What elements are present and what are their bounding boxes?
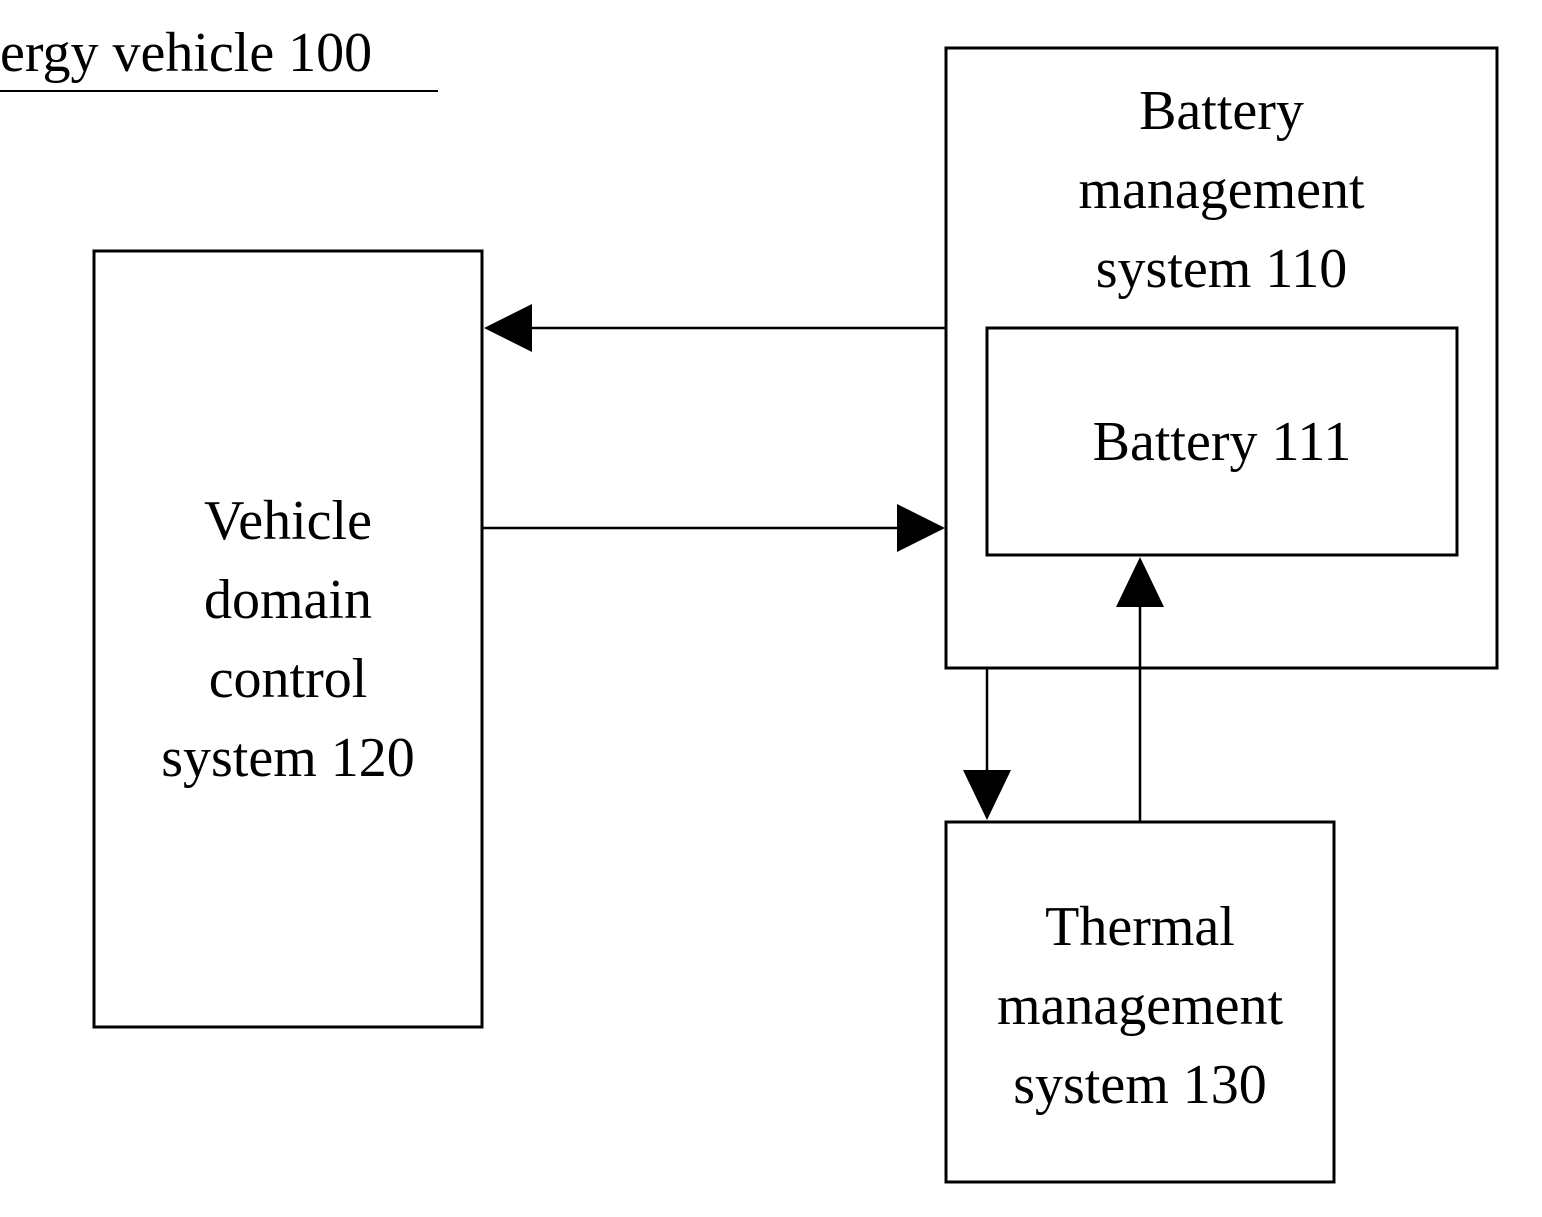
battery-management-system-label: Battery management system 110: [946, 72, 1497, 309]
edge-thermal-to-battery: [1116, 557, 1164, 822]
edge-bms-to-thermal-arrowhead: [963, 770, 1011, 820]
battery-label: Battery 111: [987, 402, 1457, 482]
edge-vehicle-to-bms-arrowhead: [897, 504, 945, 552]
vehicle-domain-control-system-label: Vehicle domain control system 120: [94, 482, 482, 798]
edge-vehicle-to-bms: [482, 504, 945, 552]
edge-bms-to-vehicle: [484, 304, 946, 352]
edge-bms-to-vehicle-arrowhead: [484, 304, 532, 352]
thermal-management-system-label: Thermal management system 130: [946, 888, 1334, 1125]
edge-thermal-to-battery-arrowhead: [1116, 557, 1164, 607]
edge-bms-to-thermal: [963, 668, 1011, 820]
